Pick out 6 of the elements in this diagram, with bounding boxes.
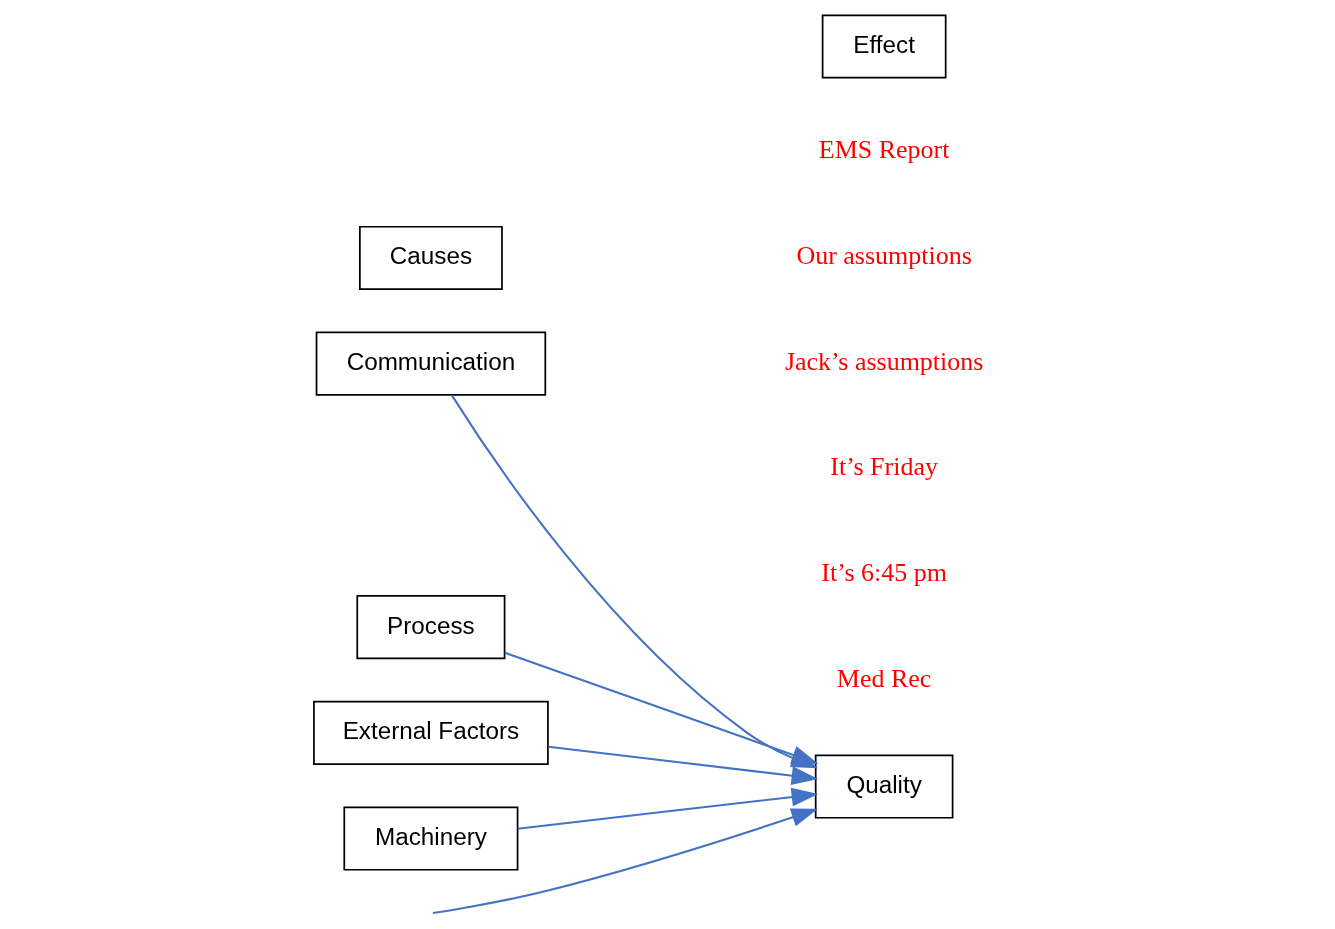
label: It’s 6:45 pm (821, 558, 947, 588)
label: Our assumptions (796, 241, 972, 271)
label: Med Rec (836, 663, 932, 693)
label: EMS Report (818, 135, 950, 165)
label: Jack’s assumptions (784, 346, 984, 376)
label: It’s Friday (830, 452, 938, 482)
